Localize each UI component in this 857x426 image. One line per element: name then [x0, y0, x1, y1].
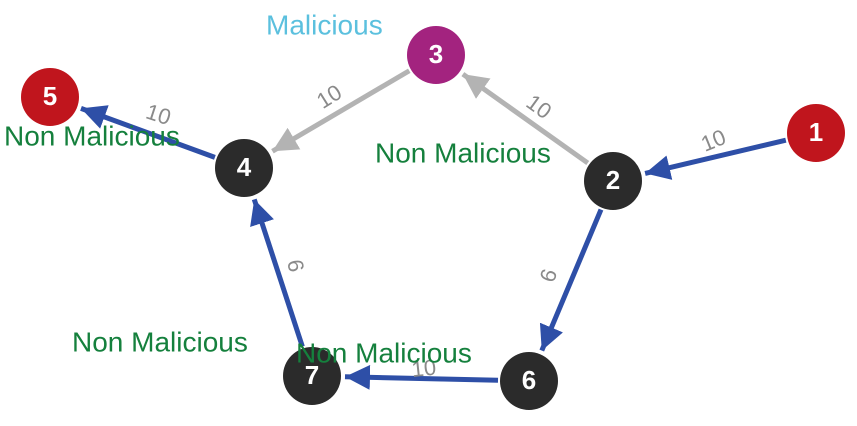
edge-7-4 — [250, 198, 305, 348]
node-circle[interactable] — [215, 139, 273, 197]
node-3-caption: Malicious — [266, 9, 383, 40]
node-4[interactable]: 4 — [215, 139, 273, 197]
node-label: 2 — [606, 165, 620, 195]
edge-weight-label: 10 — [410, 355, 437, 382]
node-circle[interactable] — [500, 352, 558, 410]
edge-weight-label: 6 — [535, 266, 563, 285]
node-3[interactable]: 3 — [407, 26, 465, 84]
edge-6-7 — [344, 364, 499, 390]
node-circle[interactable] — [584, 152, 642, 210]
node-label: 6 — [522, 365, 536, 395]
node-circle[interactable] — [787, 104, 845, 162]
node-1[interactable]: 1 — [787, 104, 845, 162]
edge-2-6 — [539, 208, 604, 352]
node-circle[interactable] — [283, 347, 341, 405]
node-7-caption: Non Malicious — [72, 326, 248, 357]
node-label: 7 — [305, 360, 319, 390]
edge-weight-label: 6 — [282, 258, 309, 274]
node-6[interactable]: 6 — [500, 352, 558, 410]
node-2-caption: Non Malicious — [375, 137, 551, 168]
node-7[interactable]: 7 — [283, 347, 341, 405]
edge-3-4 — [271, 68, 411, 154]
node-circle[interactable] — [21, 68, 79, 126]
nodes-layer: 1 2 3 4 5 6 7 — [21, 26, 845, 410]
node-6-caption: Non Malicious — [296, 337, 472, 368]
edge-1-2 — [644, 137, 787, 180]
edge-2-3 — [461, 72, 590, 166]
node-label: 1 — [809, 117, 823, 147]
node-label: 3 — [429, 39, 443, 69]
node-5[interactable]: 5 — [21, 68, 79, 126]
node-5-caption: Non Malicious — [4, 120, 180, 151]
edge-weight-label: 10 — [697, 124, 729, 156]
node-label: 4 — [237, 152, 252, 182]
edge-4-5 — [80, 105, 216, 160]
node-label: 5 — [43, 81, 57, 111]
node-circle[interactable] — [407, 26, 465, 84]
node-2[interactable]: 2 — [584, 152, 642, 210]
edges-layer — [80, 68, 787, 390]
